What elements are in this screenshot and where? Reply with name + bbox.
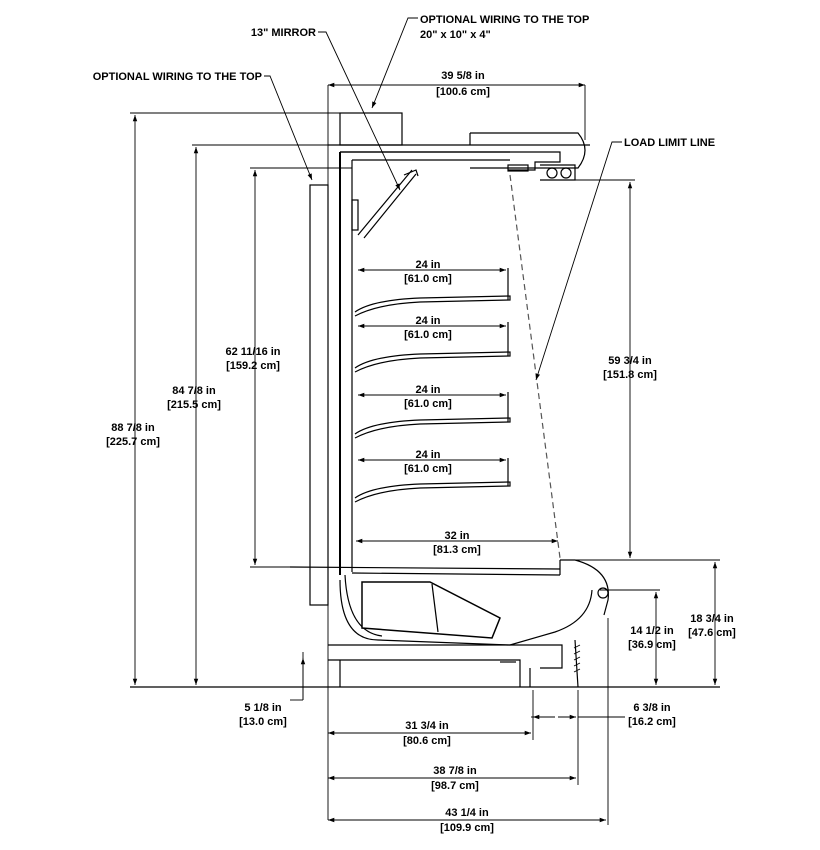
callout-wiring-top-right: OPTIONAL WIRING TO THE TOP <box>420 14 589 26</box>
svg-text:24 in: 24 in <box>415 259 440 271</box>
dim-shelf-3: 24 in [61.0 cm] <box>404 384 452 410</box>
callout-load-limit: LOAD LIMIT LINE <box>624 137 715 149</box>
shelf-2 <box>354 322 511 373</box>
shelf-4 <box>354 458 511 503</box>
svg-text:43 1/4 in: 43 1/4 in <box>445 807 489 819</box>
svg-text:62 11/16 in: 62 11/16 in <box>225 346 280 358</box>
callout-wiring-top-right-size: 20" x 10" x 4" <box>420 29 491 41</box>
shelf-1 <box>354 268 511 317</box>
svg-text:24 in: 24 in <box>415 384 440 396</box>
callout-mirror: 13" MIRROR <box>251 27 316 39</box>
dim-shelf-1: 24 in [61.0 cm] <box>404 259 452 285</box>
svg-text:38 7/8 in: 38 7/8 in <box>433 765 477 777</box>
svg-text:[80.6 cm]: [80.6 cm] <box>403 735 451 747</box>
dim-depth-38: 38 7/8 in [98.7 cm] <box>431 765 479 792</box>
svg-text:6 3/8 in: 6 3/8 in <box>633 702 671 714</box>
dim-load-height: 59 3/4 in [151.8 cm] <box>603 355 657 381</box>
svg-text:84 7/8 in: 84 7/8 in <box>172 385 216 397</box>
dim-height-62: 62 11/16 in [159.2 cm] <box>225 346 280 372</box>
svg-text:18 3/4 in: 18 3/4 in <box>690 613 734 625</box>
svg-text:88 7/8 in: 88 7/8 in <box>111 422 155 434</box>
svg-text:[215.5 cm]: [215.5 cm] <box>167 399 221 411</box>
callouts: 13" MIRROR OPTIONAL WIRING TO THE TOP 20… <box>93 14 715 149</box>
svg-text:[36.9 cm]: [36.9 cm] <box>628 639 676 651</box>
svg-text:[61.0 cm]: [61.0 cm] <box>404 398 452 410</box>
svg-text:[225.7 cm]: [225.7 cm] <box>106 436 160 448</box>
dimension-labels: 39 5/8 in [100.6 cm] 88 7/8 in [225.7 cm… <box>106 70 736 834</box>
dim-front-offset: 6 3/8 in [16.2 cm] <box>628 702 676 728</box>
svg-text:14 1/2 in: 14 1/2 in <box>630 625 674 637</box>
leader-lines <box>264 17 622 381</box>
svg-text:[159.2 cm]: [159.2 cm] <box>226 360 280 372</box>
svg-text:[61.0 cm]: [61.0 cm] <box>404 463 452 475</box>
dim-deck-depth: 32 in [81.3 cm] <box>433 530 481 556</box>
svg-text:31 3/4 in: 31 3/4 in <box>405 720 449 732</box>
load-limit-line <box>509 174 561 559</box>
extension-lines <box>130 85 720 825</box>
case-body <box>130 85 720 820</box>
mirror <box>357 169 419 239</box>
svg-text:[81.3 cm]: [81.3 cm] <box>433 544 481 556</box>
dim-shelf-2: 24 in [61.0 cm] <box>404 315 452 341</box>
dim-top-depth: 39 5/8 in [100.6 cm] <box>436 70 490 98</box>
shelves <box>354 268 511 503</box>
svg-text:59 3/4 in: 59 3/4 in <box>608 355 652 367</box>
dimension-lines <box>132 82 718 823</box>
svg-text:[109.9 cm]: [109.9 cm] <box>440 822 494 834</box>
dim-depth-31: 31 3/4 in [80.6 cm] <box>403 720 451 747</box>
dim-front-height-18: 18 3/4 in [47.6 cm] <box>688 613 736 639</box>
svg-text:24 in: 24 in <box>415 449 440 461</box>
callout-wiring-top-left: OPTIONAL WIRING TO THE TOP <box>93 71 262 83</box>
svg-text:[100.6 cm]: [100.6 cm] <box>436 86 490 98</box>
svg-text:32 in: 32 in <box>444 530 469 542</box>
svg-text:[61.0 cm]: [61.0 cm] <box>404 329 452 341</box>
svg-text:[13.0 cm]: [13.0 cm] <box>239 716 287 728</box>
dim-depth-43: 43 1/4 in [109.9 cm] <box>440 807 494 834</box>
svg-text:[151.8 cm]: [151.8 cm] <box>603 369 657 381</box>
shelf-3 <box>354 392 511 439</box>
svg-text:24 in: 24 in <box>415 315 440 327</box>
dim-shelf-4: 24 in [61.0 cm] <box>404 449 452 475</box>
svg-text:5 1/8 in: 5 1/8 in <box>244 702 282 714</box>
dim-overall-height: 88 7/8 in [225.7 cm] <box>106 422 160 448</box>
dim-front-height-14: 14 1/2 in [36.9 cm] <box>628 625 676 651</box>
svg-text:[98.7 cm]: [98.7 cm] <box>431 780 479 792</box>
svg-text:[61.0 cm]: [61.0 cm] <box>404 273 452 285</box>
dim-height-84: 84 7/8 in [215.5 cm] <box>167 385 221 411</box>
svg-text:[47.6 cm]: [47.6 cm] <box>688 627 736 639</box>
svg-text:[16.2 cm]: [16.2 cm] <box>628 716 676 728</box>
svg-text:39 5/8 in: 39 5/8 in <box>441 70 485 82</box>
dim-base-offset: 5 1/8 in [13.0 cm] <box>239 702 287 728</box>
